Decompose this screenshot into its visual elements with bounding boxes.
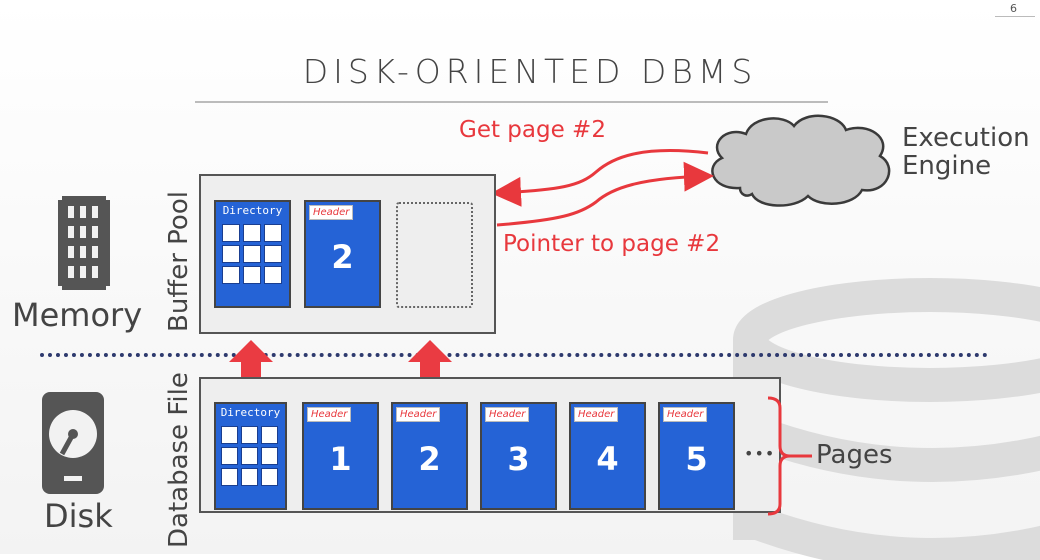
- cloud-icon: [711, 114, 891, 207]
- disk-page-3[interactable]: Header 3: [480, 402, 557, 510]
- memory-label: Memory: [12, 296, 143, 334]
- empty-frame-slot[interactable]: [396, 202, 473, 308]
- disk-page-2[interactable]: Header 2: [391, 402, 468, 510]
- engine-line-2: Engine: [902, 151, 992, 181]
- directory-grid: [222, 224, 282, 284]
- get-page-arrow: [491, 149, 709, 207]
- buffer-pool-label: Buffer Pool: [164, 191, 194, 332]
- engine-line-1: Execution: [902, 123, 1030, 153]
- buffer-page[interactable]: Header 2: [304, 200, 381, 308]
- buffer-directory-page[interactable]: Directory: [214, 200, 291, 308]
- disk-label: Disk: [44, 497, 113, 535]
- pages-bracket: [767, 396, 812, 516]
- pointer-label: Pointer to page #2: [503, 231, 721, 257]
- page-header-tag: Header: [307, 407, 352, 422]
- pointer-arrow: [496, 161, 714, 227]
- page-header-tag: Header: [663, 407, 708, 422]
- memory-disk-divider: [40, 353, 988, 357]
- page-number: 2: [331, 238, 354, 276]
- disk-page-5[interactable]: Header 5: [658, 402, 735, 510]
- page-header-tag: Header: [574, 407, 619, 422]
- memory-icon: [58, 196, 110, 290]
- page-number: 4: [596, 440, 619, 478]
- disk-page-1[interactable]: Header 1: [302, 402, 379, 510]
- directory-label: Directory: [220, 406, 281, 419]
- load-arrow-page2: [408, 340, 452, 395]
- pages-label: Pages: [816, 440, 893, 470]
- disk-directory-page[interactable]: Directory: [214, 402, 287, 510]
- page-header-tag: Header: [485, 407, 530, 422]
- slide-number-rule: [995, 16, 1035, 17]
- get-page-label: Get page #2: [459, 117, 606, 143]
- slide-title: DISK-ORIENTED DBMS: [302, 52, 758, 91]
- database-file-label: Database File: [164, 372, 194, 548]
- more-pages-ellipsis: •••: [744, 444, 776, 463]
- page-header-tag: Header: [396, 407, 441, 422]
- page-number: 1: [329, 440, 352, 478]
- page-header-tag: Header: [309, 205, 354, 220]
- directory-grid: [221, 426, 278, 486]
- directory-label: Directory: [222, 204, 283, 217]
- slide-number: 6: [1010, 2, 1017, 15]
- page-number: 3: [507, 440, 530, 478]
- page-number: 2: [418, 440, 441, 478]
- load-arrow-directory: [229, 340, 273, 395]
- page-number: 5: [685, 440, 708, 478]
- disk-page-4[interactable]: Header 4: [569, 402, 646, 510]
- hard-disk-icon: [42, 392, 104, 494]
- execution-engine-label: Execution Engine: [902, 124, 1030, 180]
- title-underline: [195, 101, 828, 103]
